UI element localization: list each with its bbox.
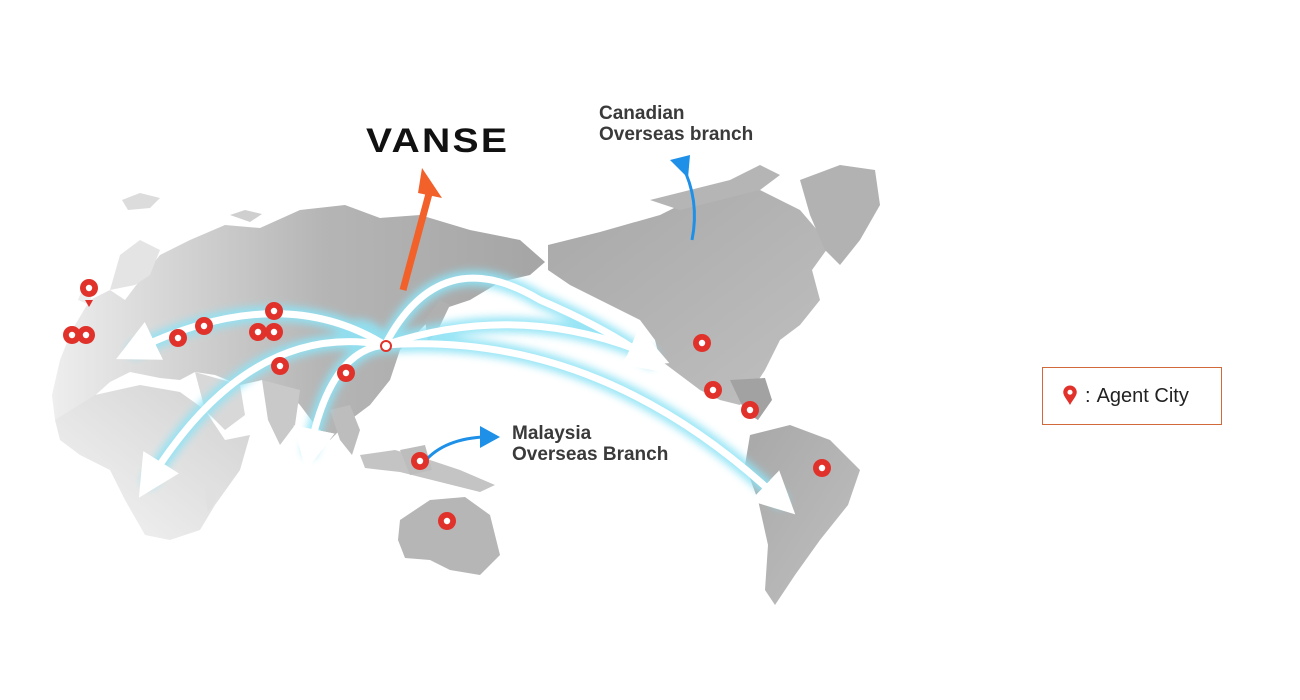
pin-central-america xyxy=(741,401,759,419)
australia-landmass xyxy=(398,497,500,575)
north-america-landmass xyxy=(548,190,830,405)
pin-spain xyxy=(77,326,95,344)
greenland-landmass xyxy=(800,165,880,265)
headquarters-marker xyxy=(380,340,392,352)
canada-branch-label: Canadian Overseas branch xyxy=(599,103,753,145)
pin-iran xyxy=(195,317,213,335)
headquarters-arrow xyxy=(399,168,442,291)
pin-southeast-asia xyxy=(337,364,355,382)
malaysia-branch-line1: Malaysia xyxy=(512,423,592,444)
malaysia-branch-line2: Overseas Branch xyxy=(512,444,669,465)
south-america-landmass xyxy=(745,425,860,605)
pin-portugal xyxy=(63,326,81,344)
pin-mexico xyxy=(704,381,722,399)
canada-branch-line1: Canadian xyxy=(599,103,685,124)
route-arrows xyxy=(116,270,796,515)
southeast-asia-landmass xyxy=(330,405,360,455)
pin-uzbekistan xyxy=(249,323,267,341)
malaysia-branch-arrow xyxy=(420,426,500,466)
india-landmass xyxy=(262,380,300,445)
canada-branch-arrow xyxy=(670,155,696,241)
pin-usa xyxy=(693,334,711,352)
pin-kyrgyzstan xyxy=(265,323,283,341)
pin-brazil xyxy=(813,459,831,477)
pin-india xyxy=(271,357,289,375)
map-pin-icon xyxy=(1063,385,1077,405)
malaysia-branch-label: Malaysia Overseas Branch xyxy=(512,423,668,465)
pin-malaysia xyxy=(411,452,429,470)
pin-australia xyxy=(438,512,456,530)
agent-city-pins xyxy=(63,279,831,530)
arctic-islands-2 xyxy=(230,210,262,222)
central-america-landmass xyxy=(730,378,772,420)
legend: : Agent City xyxy=(1042,367,1222,425)
legend-label: Agent City xyxy=(1096,384,1189,407)
pin-kazakhstan xyxy=(265,302,283,320)
legend-separator: : xyxy=(1085,384,1091,407)
vanse-logo: VANSE xyxy=(366,122,510,160)
madagascar-landmass xyxy=(205,482,216,512)
pin-turkey xyxy=(169,329,187,347)
pin-uk xyxy=(80,279,98,307)
arctic-islands xyxy=(122,193,160,210)
scandinavia-landmass xyxy=(110,240,160,290)
canadian-arctic-islands xyxy=(650,165,780,210)
canada-branch-line2: Overseas branch xyxy=(599,124,754,145)
